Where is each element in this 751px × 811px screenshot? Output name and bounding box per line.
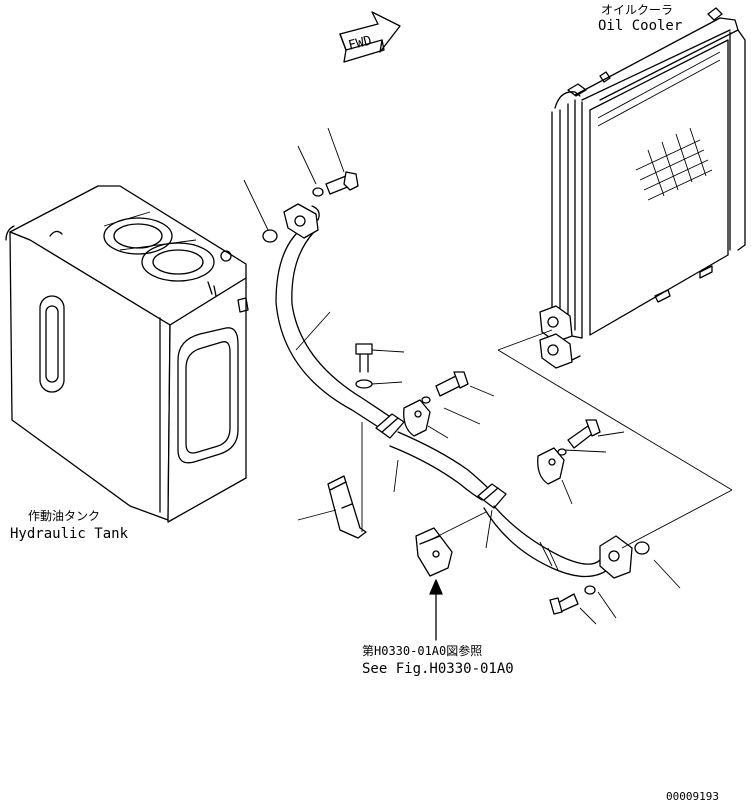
o-ring xyxy=(634,541,650,555)
hydraulic-tank xyxy=(5,185,249,523)
bolt-bottom xyxy=(549,585,596,615)
oil-cooler-label-en: Oil Cooler xyxy=(598,18,682,34)
oil-cooler xyxy=(539,7,746,369)
clamp-lower xyxy=(537,447,565,485)
upper-bolt xyxy=(262,171,359,243)
tank-label-en: Hydraulic Tank xyxy=(10,526,129,542)
bolt-vertical xyxy=(355,343,373,389)
bolt-mid xyxy=(421,371,469,404)
upper-hose xyxy=(275,203,405,439)
referenced-bracket xyxy=(415,527,453,641)
tank-label-jp: 作動油タンク xyxy=(28,509,100,523)
fwd-arrow: FWD xyxy=(339,11,401,63)
drawing-number: 00009193 xyxy=(666,790,719,803)
fwd-label: FWD xyxy=(347,33,374,53)
see-fig-label-en: See Fig.H0330-01A0 xyxy=(362,661,514,677)
clamp-upper xyxy=(403,399,431,437)
pipe-stay xyxy=(327,475,367,539)
leader-lines xyxy=(243,127,733,625)
oil-cooler-label-jp: オイルクーラ xyxy=(601,3,673,17)
see-fig-label-jp: 第H0330-01A0図参照 xyxy=(362,643,482,658)
bolt-right xyxy=(557,419,601,456)
